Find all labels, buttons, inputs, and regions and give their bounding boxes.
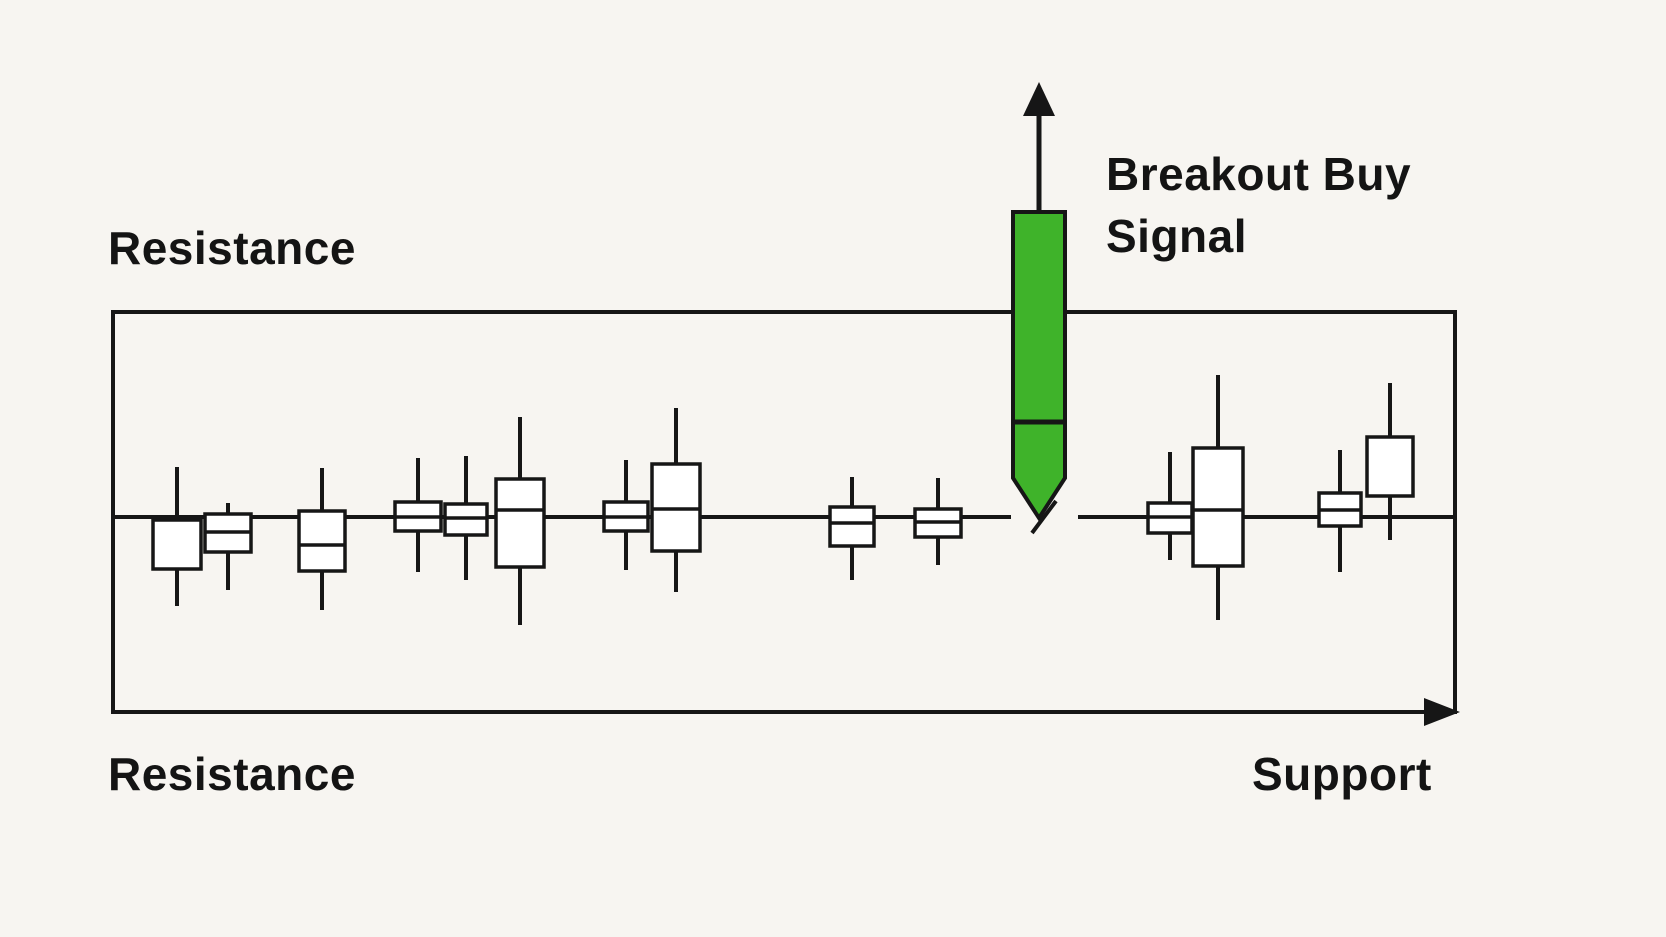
candle-body <box>297 509 347 573</box>
candle-body <box>151 518 203 571</box>
line-break-slash <box>1030 499 1058 535</box>
breakout-candle-body <box>1011 210 1067 522</box>
axis-arrowhead <box>1424 698 1460 726</box>
label-breakout-line1: Breakout Buy <box>1106 148 1412 200</box>
candle-body <box>828 505 876 548</box>
candle-body <box>494 477 546 569</box>
candle-body <box>1191 446 1245 568</box>
range-box <box>111 310 1457 714</box>
label-support: Support <box>1252 748 1432 800</box>
breakout-arrowhead <box>1023 82 1055 116</box>
label-resistance-bottom: Resistance <box>108 748 356 800</box>
label-breakout-line2: Signal <box>1106 210 1248 262</box>
candle-body <box>1365 435 1415 498</box>
label-resistance-top: Resistance <box>108 222 356 274</box>
